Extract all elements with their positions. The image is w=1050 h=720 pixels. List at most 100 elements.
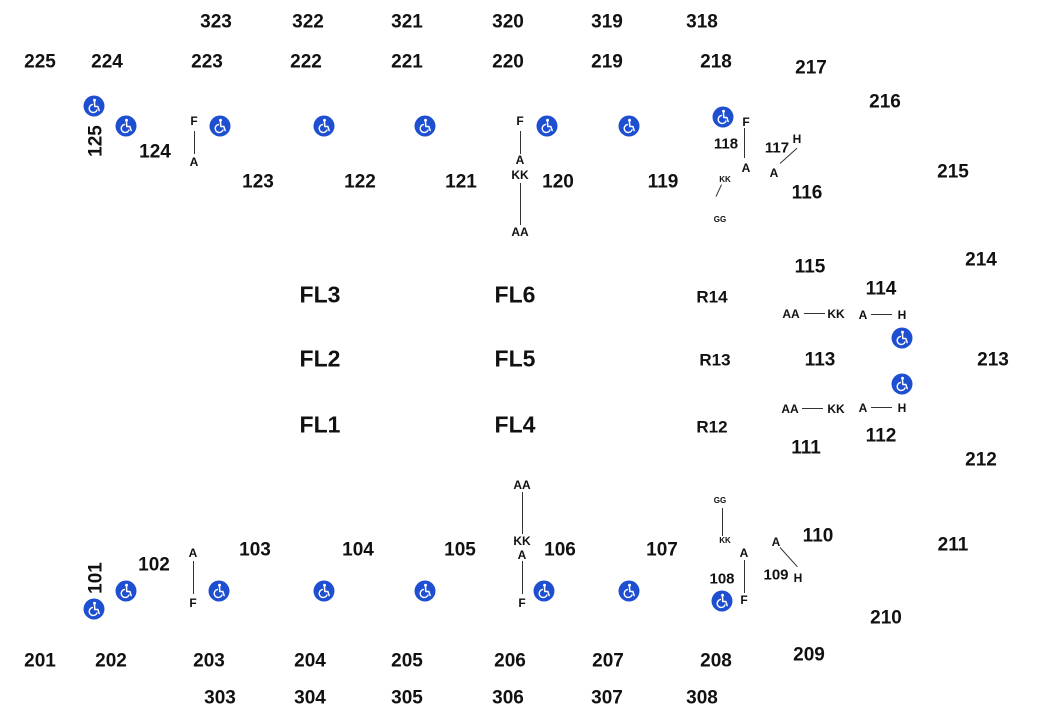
row-label-h: H [897,401,907,415]
riser-r14: R14 [696,287,728,307]
section-118-label: 118 [713,135,739,153]
row-label-a: A [858,401,868,415]
row-label-aa: AA [513,478,531,492]
row-label-a: A [858,308,868,322]
section-205-label: 205 [391,650,423,672]
section-216-label: 216 [869,91,901,113]
wheelchair-icon [83,95,105,117]
section-104-label: 104 [342,539,374,561]
section-219-label: 219 [591,51,623,73]
section-107-label: 107 [646,539,678,561]
section-110-label: 110 [802,525,834,547]
section-308-label: 308 [686,687,718,709]
row-line [722,508,723,536]
row-label-a: A [515,153,525,167]
row-label-kk: KK [719,175,731,184]
row-label-h: H [897,308,907,322]
section-112-label: 112 [865,425,897,447]
section-320-label: 320 [492,11,524,33]
section-306-label: 306 [492,687,524,709]
section-116-label: 116 [791,182,823,204]
wheelchair-icon [891,373,913,395]
row-label-a: A [517,548,527,562]
section-222-label: 222 [290,51,322,73]
section-119-label: 119 [647,171,679,193]
floor-section-fl3: FL3 [299,281,341,308]
section-211-label: 211 [937,534,969,556]
section-218-label: 218 [700,51,732,73]
row-label-h: H [793,571,803,585]
row-label-f: F [518,596,526,610]
section-113-label: 113 [804,349,836,371]
wheelchair-icon [115,580,137,602]
floor-section-fl4: FL4 [494,411,536,438]
wheelchair-icon [414,115,436,137]
wheelchair-icon [115,115,137,137]
section-210-label: 210 [870,607,902,629]
row-line [802,408,823,409]
section-202-label: 202 [95,650,127,672]
row-label-f: F [740,593,748,607]
section-319-label: 319 [591,11,623,33]
row-line [520,183,521,225]
section-307-label: 307 [591,687,623,709]
row-line [522,492,523,534]
row-line [744,128,745,158]
row-line [522,561,523,594]
section-123-label: 123 [242,171,274,193]
row-label-a: A [188,546,198,560]
section-201-label: 201 [24,650,56,672]
section-224-label: 224 [91,51,123,73]
section-121-label: 121 [445,171,477,193]
floor-section-fl5: FL5 [494,345,536,372]
row-label-f: F [190,114,198,128]
floor-section-fl6: FL6 [494,281,536,308]
wheelchair-icon [618,580,640,602]
section-203-label: 203 [193,650,225,672]
section-223-label: 223 [191,51,223,73]
row-line [520,131,521,154]
section-214-label: 214 [965,249,997,271]
row-line [804,313,825,314]
row-line [193,561,194,594]
section-106-label: 106 [544,539,576,561]
row-label-aa: AA [511,225,529,239]
section-122-label: 122 [344,171,376,193]
wheelchair-icon [533,580,555,602]
row-line [871,314,892,315]
row-label-f: F [742,115,750,129]
section-305-label: 305 [391,687,423,709]
section-103-label: 103 [239,539,271,561]
section-208-label: 208 [700,650,732,672]
section-209-label: 209 [793,644,825,666]
wheelchair-icon [313,580,335,602]
section-204-label: 204 [294,650,326,672]
row-label-kk: KK [827,307,845,321]
row-label-gg: GG [713,496,727,505]
section-101-label: 101 [85,562,107,594]
row-label-kk: KK [719,536,731,545]
wheelchair-icon [891,327,913,349]
row-label-f: F [189,596,197,610]
row-label-f: F [516,114,524,128]
section-217-label: 217 [795,57,827,79]
section-213-label: 213 [977,349,1009,371]
row-label-gg: GG [713,215,727,224]
wheelchair-icon [209,115,231,137]
row-line [715,184,722,197]
section-108-label: 108 [709,570,735,588]
wheelchair-icon [83,598,105,620]
row-label-a: A [771,535,781,549]
section-215-label: 215 [937,161,969,183]
row-label-h: H [792,132,802,146]
section-114-label: 114 [865,278,897,300]
section-220-label: 220 [492,51,524,73]
section-322-label: 322 [292,11,324,33]
section-303-label: 303 [204,687,236,709]
row-label-a: A [189,155,199,169]
row-line [871,407,892,408]
section-115-label: 115 [794,256,826,278]
section-321-label: 321 [391,11,423,33]
riser-r12: R12 [696,417,728,437]
wheelchair-icon [414,580,436,602]
